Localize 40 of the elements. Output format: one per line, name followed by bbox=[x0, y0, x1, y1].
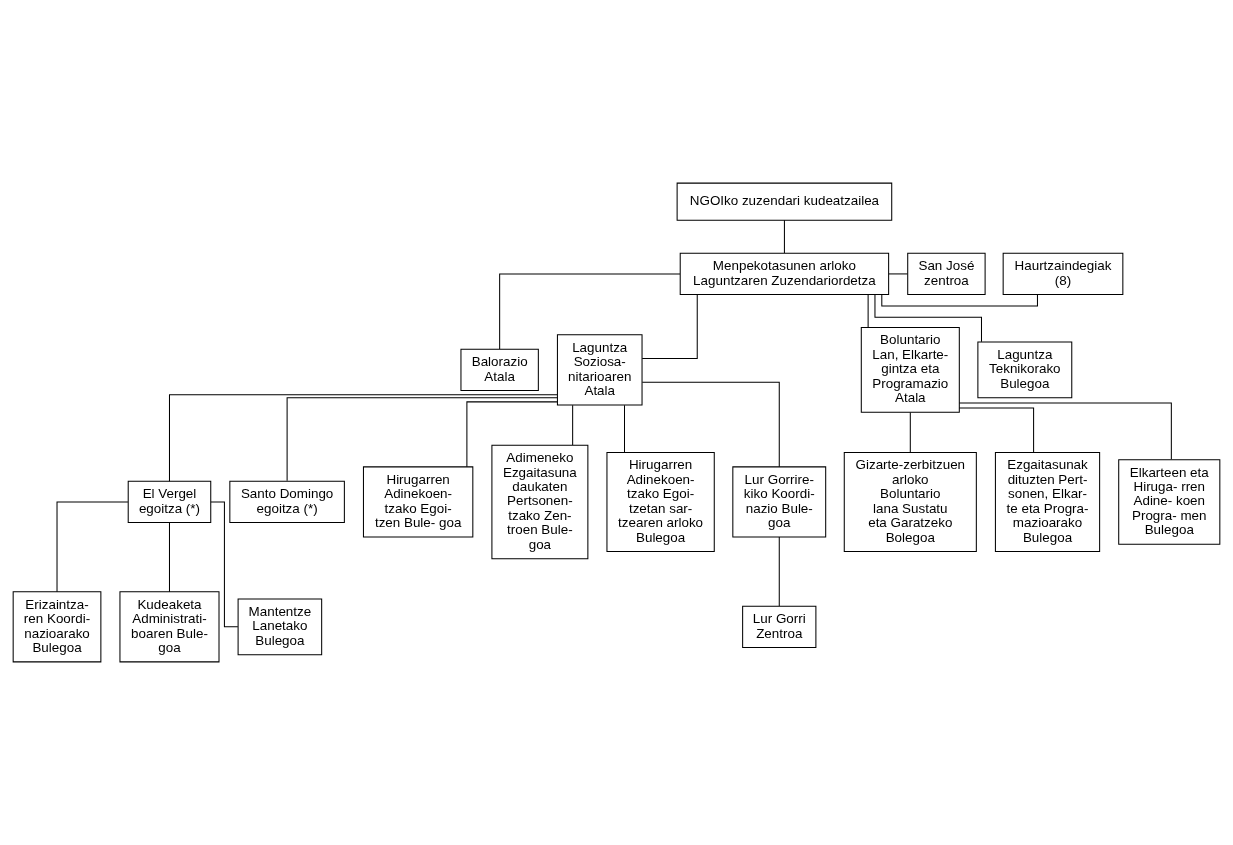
connector bbox=[641, 381, 780, 468]
node-box: Hirugarren Adinekoen- tzako Egoi- tzen Bule- goa bbox=[362, 466, 474, 538]
node-box: Boluntario Lan, Elkarte- gintza eta Programazio Atala bbox=[860, 327, 960, 413]
node-box: Santo Domingo egoitza (*) bbox=[229, 480, 345, 524]
connector bbox=[909, 411, 911, 453]
node-box: Hirugarren Adinekoen- tzako Egoi- tzetan sar- tzearen arloko Bulegoa bbox=[606, 451, 715, 552]
node-box: Kudeaketa Administrati- boaren Bule- goa bbox=[119, 591, 220, 663]
connector bbox=[783, 219, 785, 254]
connector bbox=[466, 401, 558, 468]
node-box: NGOIko zuzendari kudeatzailea bbox=[676, 182, 893, 221]
connector bbox=[572, 404, 574, 446]
connector bbox=[641, 294, 698, 360]
connector bbox=[881, 294, 1038, 307]
connector bbox=[778, 536, 780, 607]
node-box: Adimeneko Ezgaitasuna daukaten Pertsonen- tzako Zen- troen Bule- goa bbox=[491, 444, 589, 560]
node-box: San José zentroa bbox=[907, 252, 986, 296]
connector bbox=[888, 273, 908, 275]
connector bbox=[499, 273, 681, 350]
node-box: Laguntza Teknikorako Bulegoa bbox=[977, 341, 1073, 399]
node-box: Elkarteen eta Hiruga- rren Adine- koen Progra- men Bulegoa bbox=[1118, 459, 1221, 545]
node-box: Lur Gorri Zentroa bbox=[742, 605, 817, 648]
node-box: Haurtzaindegiak (8) bbox=[1002, 252, 1124, 296]
connector bbox=[958, 407, 1035, 453]
node-box: Balorazio Atala bbox=[460, 348, 539, 392]
connector bbox=[867, 294, 869, 328]
connector bbox=[56, 501, 129, 593]
node-box: Erizaintza- ren Koordi- nazioarako Bulegoa bbox=[12, 591, 102, 663]
connector bbox=[958, 402, 1172, 460]
connector bbox=[624, 404, 625, 453]
connector bbox=[874, 294, 982, 343]
node-box: Mantentze Lanetako Bulegoa bbox=[237, 598, 323, 656]
node-box: Lur Gorrire- kiko Koordi- nazio Bule- goa bbox=[732, 466, 827, 538]
node-box: El Vergel egoitza (*) bbox=[127, 480, 212, 524]
node-box: Gizarte-zerbitzuen arloko Boluntario lana Sustatu eta Garatzeko Bolegoa bbox=[843, 451, 977, 552]
node-box: Ezgaitasunak dituzten Pert- sonen, Elkar- te eta Progra- mazioarako Bulegoa bbox=[994, 451, 1101, 552]
connector bbox=[286, 397, 558, 482]
node-box: Menpekotasunen arloko Laguntzaren Zuzendariordetza bbox=[679, 252, 890, 296]
connector bbox=[168, 522, 170, 593]
connector bbox=[168, 394, 558, 482]
node-box: Laguntza Soziosa- nitarioaren Atala bbox=[556, 334, 643, 406]
